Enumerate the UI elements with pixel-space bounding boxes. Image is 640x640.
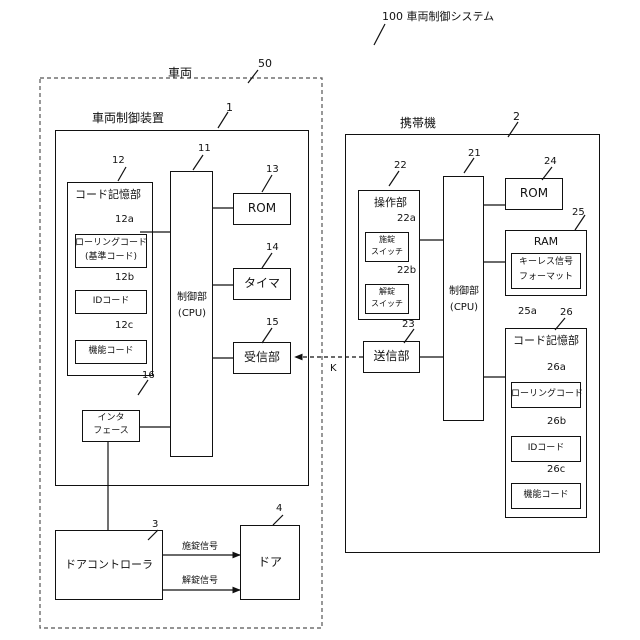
system-label: 100 車両制御システム bbox=[382, 10, 494, 23]
portable-rolling-ref: 26a bbox=[547, 362, 566, 374]
vehicle-rom-ref: 13 bbox=[266, 164, 279, 176]
control-device-ref: 1 bbox=[226, 101, 233, 114]
portable-ref: 2 bbox=[513, 110, 520, 123]
keyless-format-ref: 25a bbox=[518, 306, 537, 318]
id-code-label: IDコード bbox=[75, 296, 147, 307]
portable-rom-ref: 24 bbox=[544, 156, 557, 168]
portable-label: 携帯機 bbox=[400, 116, 436, 130]
keyless-format-line2: フォーマット bbox=[511, 272, 581, 283]
system-ref: 100 bbox=[382, 10, 403, 23]
function-code-ref: 12c bbox=[115, 320, 133, 332]
keyless-format-line1: キーレス信号 bbox=[511, 257, 581, 268]
portable-function-label: 機能コード bbox=[511, 490, 581, 501]
timer-ref: 14 bbox=[266, 242, 279, 254]
unlock-switch-line2: スイッチ bbox=[365, 299, 409, 309]
system-title: 車両制御システム bbox=[407, 10, 495, 23]
portable-controller-line1: 制御部 bbox=[433, 286, 495, 298]
door-label: ドア bbox=[240, 555, 300, 569]
id-code-ref: 12b bbox=[115, 272, 134, 284]
receiver-label: 受信部 bbox=[233, 350, 291, 364]
lock-switch-line2: スイッチ bbox=[365, 247, 409, 257]
door-controller-label: ドアコントローラ bbox=[55, 558, 163, 571]
unlock-switch-line1: 解錠 bbox=[365, 287, 409, 297]
transmitter-ref: 23 bbox=[402, 319, 415, 331]
unlock-signal-label: 解錠信号 bbox=[182, 576, 218, 587]
transmitter-label: 送信部 bbox=[363, 349, 420, 363]
vehicle-controller-line1: 制御部 bbox=[160, 292, 224, 304]
vehicle-code-memory-label: コード記憶部 bbox=[75, 188, 141, 201]
control-device-label: 車両制御装置 bbox=[92, 111, 164, 125]
portable-id-ref: 26b bbox=[547, 416, 566, 428]
vehicle-controller-ref: 11 bbox=[198, 143, 211, 155]
portable-controller-ref: 21 bbox=[468, 148, 481, 160]
timer-label: タイマ bbox=[233, 276, 291, 290]
portable-function-ref: 26c bbox=[547, 464, 565, 476]
signal-k-label: K bbox=[330, 363, 337, 375]
vehicle-rom-label: ROM bbox=[233, 201, 291, 215]
interface-line2: フェース bbox=[82, 426, 140, 437]
vehicle-controller-line2: (CPU) bbox=[160, 308, 224, 320]
interface-line1: インタ bbox=[82, 413, 140, 424]
lock-switch-line1: 施錠 bbox=[365, 235, 409, 245]
door-ref: 4 bbox=[276, 503, 282, 515]
portable-controller-box bbox=[443, 176, 484, 421]
portable-controller-line2: (CPU) bbox=[433, 302, 495, 314]
lock-signal-label: 施錠信号 bbox=[182, 542, 218, 553]
interface-ref: 16 bbox=[142, 370, 155, 382]
receiver-ref: 15 bbox=[266, 317, 279, 329]
portable-id-label: IDコード bbox=[511, 443, 581, 454]
operation-label: 操作部 bbox=[374, 196, 407, 209]
portable-rom-label: ROM bbox=[505, 186, 563, 200]
lock-switch-ref: 22a bbox=[397, 213, 416, 225]
vehicle-code-memory-ref: 12 bbox=[112, 155, 125, 167]
rolling-code-line1: ローリングコード bbox=[75, 238, 147, 249]
vehicle-label: 車両 bbox=[168, 66, 192, 80]
vehicle-ref: 50 bbox=[258, 57, 272, 70]
rolling-code-ref: 12a bbox=[115, 214, 134, 226]
portable-code-memory-label: コード記憶部 bbox=[505, 334, 587, 347]
unlock-switch-ref: 22b bbox=[397, 265, 416, 277]
portable-rolling-label: ローリングコード bbox=[511, 389, 581, 400]
ram-label: RAM bbox=[505, 235, 587, 248]
function-code-label: 機能コード bbox=[75, 346, 147, 357]
rolling-code-line2: (基準コード) bbox=[75, 252, 147, 263]
portable-code-memory-ref: 26 bbox=[560, 307, 573, 319]
ram-ref: 25 bbox=[572, 207, 585, 219]
operation-ref: 22 bbox=[394, 160, 407, 172]
